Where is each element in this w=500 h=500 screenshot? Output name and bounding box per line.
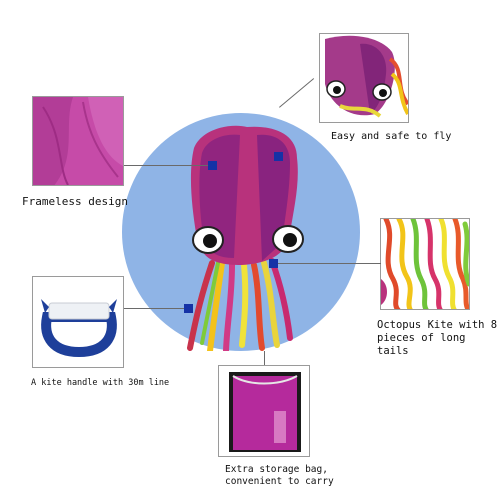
caption-octopus-tails: Octopus Kite with 8 pieces of long tails [377,319,498,358]
caption-frameless: Frameless design [22,195,128,208]
fabric-thumbnail [32,96,124,186]
connector-storage [264,351,265,365]
marker-tails [269,259,278,268]
kite-closeup-thumbnail [319,33,409,123]
caption-handle: A kite handle with 30m line [31,378,170,388]
connector-frameless [124,165,212,166]
connector-tails [277,263,381,264]
handle-thumbnail [32,276,124,368]
caption-storage: Extra storage bag, convenient to carry [225,464,334,487]
storage-bag-thumbnail [218,365,310,457]
connector-easy-safe [279,78,315,108]
marker-handle [184,304,193,313]
caption-easy-safe: Easy and safe to fly [331,131,452,142]
marker-frameless [208,161,217,170]
octopus-kite-illustration [187,125,304,351]
tails-thumbnail [380,218,470,310]
marker-easy-safe [274,152,283,161]
connector-handle [124,308,186,309]
